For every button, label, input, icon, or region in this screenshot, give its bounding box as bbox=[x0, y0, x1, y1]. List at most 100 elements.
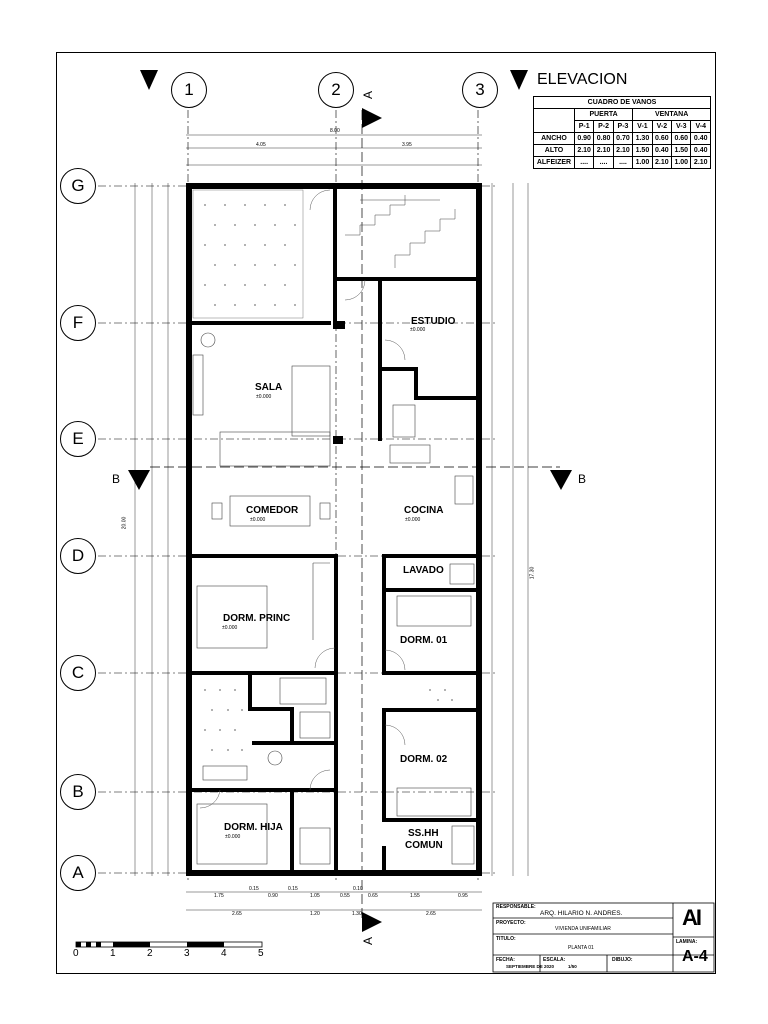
axis-f: F bbox=[60, 305, 96, 341]
tb-responsable: ARQ. HILARIO N. ANDRES. bbox=[540, 910, 623, 917]
patio-area bbox=[192, 189, 304, 319]
scale-label-5: 5 bbox=[258, 948, 264, 959]
schedule-col: V-3 bbox=[671, 120, 692, 133]
tb-logo: AI bbox=[682, 905, 702, 930]
level-dorm-princ: ±0.000 bbox=[222, 625, 238, 631]
room-label-comun: COMUN bbox=[405, 840, 443, 851]
dim-bottom2-3: 1.30 bbox=[352, 911, 362, 917]
dim-top-left: 4.05 bbox=[256, 142, 266, 148]
dim-bottom-2: 0.15 bbox=[249, 886, 259, 892]
room-label-comedor: COMEDOR bbox=[246, 505, 299, 516]
schedule-cell: 2.10 bbox=[573, 144, 595, 157]
level-sala: ±0.000 bbox=[256, 394, 272, 400]
schedule-cell: 0.80 bbox=[593, 132, 614, 145]
schedule-cell: 1.00 bbox=[632, 156, 653, 169]
schedule-cell: .... bbox=[573, 156, 595, 169]
dim-top-total: 8.00 bbox=[330, 128, 340, 134]
section-marker-b-right: B bbox=[578, 472, 587, 486]
schedule-col: P-2 bbox=[593, 120, 614, 133]
staircase bbox=[345, 195, 456, 268]
schedule-ventana: VENTANA bbox=[632, 108, 711, 121]
tb-titulo-heading: TITULO: bbox=[496, 936, 516, 942]
dim-bottom-6: 0.55 bbox=[340, 893, 350, 899]
axis-g: G bbox=[60, 168, 96, 204]
tb-dibujo-heading: DIBUJO: bbox=[612, 957, 633, 963]
furniture bbox=[192, 332, 475, 865]
dim-right-total: 17.30 bbox=[529, 566, 536, 580]
section-marker-b-left: B bbox=[112, 472, 121, 486]
tb-lamina: A-4 bbox=[682, 948, 708, 965]
room-label-dorm-princ: DORM. PRINC bbox=[223, 613, 291, 624]
schedule-title: CUADRO DE VANOS bbox=[533, 96, 711, 109]
level-comedor: ±0.000 bbox=[250, 517, 266, 523]
dim-top-right: 3.95 bbox=[402, 142, 412, 148]
schedule-cell: 0.40 bbox=[690, 132, 711, 145]
section-marker-a-top: A bbox=[361, 90, 376, 100]
schedule-corner-2 bbox=[533, 120, 575, 133]
schedule-cell: 1.30 bbox=[632, 132, 653, 145]
schedule-cell: 2.10 bbox=[690, 156, 711, 169]
scale-label-0: 0 bbox=[73, 948, 79, 959]
tb-fecha: SEPTIEMBRE DE 2020 bbox=[506, 964, 555, 969]
schedule-col: P-1 bbox=[573, 120, 595, 133]
schedule-corner bbox=[533, 108, 575, 121]
schedule-cell: 1.00 bbox=[671, 156, 692, 169]
schedule-cell: 0.60 bbox=[651, 132, 673, 145]
dim-bottom-4: 0.15 bbox=[288, 886, 298, 892]
room-label-cocina: COCINA bbox=[404, 505, 444, 516]
axis-3: 3 bbox=[462, 72, 498, 108]
schedule-cell: 0.70 bbox=[612, 132, 634, 145]
schedule-row-label: ALTO bbox=[533, 144, 575, 157]
tb-titulo: PLANTA 01 bbox=[568, 945, 594, 951]
schedule-cell: 0.90 bbox=[573, 132, 595, 145]
axis-2: 2 bbox=[318, 72, 354, 108]
schedule-col: V-1 bbox=[632, 120, 653, 133]
scale-label-3: 3 bbox=[184, 948, 190, 959]
level-estudio: ±0.000 bbox=[410, 327, 426, 333]
schedule-cell: 2.10 bbox=[612, 144, 634, 157]
section-marker-a-bottom: A bbox=[361, 936, 376, 946]
dimension-lines bbox=[134, 134, 529, 911]
schedule-row-label: ANCHO bbox=[533, 132, 575, 145]
schedule-cell: 1.50 bbox=[632, 144, 653, 157]
room-label-dorm-02: DORM. 02 bbox=[400, 754, 448, 765]
schedule-row-label: ALFEIZER bbox=[533, 156, 575, 169]
schedule-col: V-4 bbox=[690, 120, 711, 133]
dim-bottom-8: 0.65 bbox=[368, 893, 378, 899]
dim-bottom-3: 0.90 bbox=[268, 893, 278, 899]
schedule-cell: 0.60 bbox=[671, 132, 692, 145]
tb-proyecto: VIVIENDA UNIFAMILIAR bbox=[555, 926, 611, 932]
dim-bottom2-4: 2.65 bbox=[426, 911, 436, 917]
schedule-cell: 2.10 bbox=[593, 144, 614, 157]
axis-e: E bbox=[60, 421, 96, 457]
scale-label-4: 4 bbox=[221, 948, 227, 959]
schedule-cell: 1.50 bbox=[671, 144, 692, 157]
schedule-col: P-3 bbox=[612, 120, 634, 133]
door-swings bbox=[199, 189, 406, 809]
tb-fecha-heading: FECHA: bbox=[496, 957, 515, 963]
room-label-estudio: ESTUDIO bbox=[411, 316, 456, 327]
tb-proyecto-heading: PROYECTO: bbox=[496, 920, 526, 926]
scale-label-2: 2 bbox=[147, 948, 153, 959]
room-label-lavado: LAVADO bbox=[403, 565, 444, 576]
axis-1: 1 bbox=[171, 72, 207, 108]
elevation-label: ELEVACION bbox=[537, 71, 628, 88]
dim-bottom-7: 0.10 bbox=[353, 886, 363, 892]
schedule-cell: 0.40 bbox=[651, 144, 673, 157]
schedule-cell: 0.40 bbox=[690, 144, 711, 157]
dim-bottom-1: 1.75 bbox=[214, 893, 224, 899]
level-dorm-hija: ±0.000 bbox=[225, 834, 241, 840]
tb-responsable-heading: RESPONSABLE: bbox=[496, 904, 536, 910]
openings-schedule: CUADRO DE VANOS PUERTA VENTANA P-1 P-2 P… bbox=[533, 96, 711, 169]
room-label-dorm-01: DORM. 01 bbox=[400, 635, 448, 646]
axis-b: B bbox=[60, 774, 96, 810]
room-label-sala: SALA bbox=[255, 382, 283, 393]
dim-bottom2-1: 2.65 bbox=[232, 911, 242, 917]
section-markers bbox=[128, 70, 572, 932]
interior-walls bbox=[186, 183, 482, 874]
room-label-sshh: SS.HH bbox=[408, 828, 439, 839]
axis-a: A bbox=[60, 855, 96, 891]
drawing-sheet-border bbox=[56, 52, 716, 974]
room-label-dorm-hija: DORM. HIJA bbox=[224, 822, 283, 833]
